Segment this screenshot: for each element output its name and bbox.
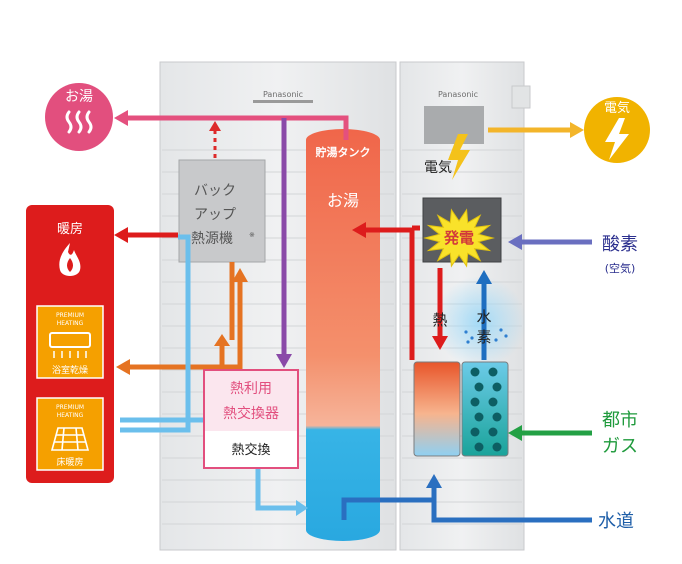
display-window bbox=[424, 106, 484, 144]
hydrogen-label-1: 水 bbox=[476, 308, 491, 326]
exchanger-line1: 熱利用 bbox=[230, 381, 272, 397]
backup-footnote-mark: ※ bbox=[249, 231, 255, 239]
floor-heating-label: 床暖房 bbox=[56, 456, 83, 468]
city-gas-arrow bbox=[508, 425, 522, 441]
inner-lightning-icon bbox=[448, 134, 470, 180]
oxygen-label: 酸素 bbox=[602, 234, 638, 255]
air-label: (空気) bbox=[605, 261, 636, 275]
water-supply-arrow bbox=[426, 474, 442, 488]
power-starburst bbox=[423, 208, 495, 268]
bath-dryer-arrowhead bbox=[116, 359, 130, 375]
tank-hot-water-label: お湯 bbox=[327, 191, 359, 210]
hot-water-pipe bbox=[126, 115, 349, 140]
floor-heating-badge-1: PREMIUM bbox=[56, 404, 84, 411]
hot-water-output-circle bbox=[45, 83, 113, 151]
power-generation-label: 発電 bbox=[443, 229, 474, 247]
exchanger-to-tank-pipe bbox=[255, 455, 300, 511]
oxygen-arrow bbox=[508, 234, 522, 250]
hot-water-arrowhead bbox=[114, 110, 128, 126]
backup-up-arrow-1 bbox=[232, 268, 248, 282]
heat-down-arrow bbox=[432, 336, 448, 350]
right-brand-logo: Panasonic bbox=[438, 90, 478, 99]
bath-dryer-card bbox=[36, 305, 104, 379]
heat-exchange-label: 熱交換 bbox=[231, 442, 270, 458]
hot-water-return-pipe bbox=[362, 227, 415, 233]
lightning-icon bbox=[605, 118, 629, 160]
hydrogen-sparkles bbox=[464, 328, 508, 344]
water-supply-pipe bbox=[431, 484, 588, 523]
heat-label: 熱 bbox=[432, 311, 447, 329]
hot-water-output-label: お湯 bbox=[65, 88, 93, 105]
gas-reformer bbox=[461, 361, 509, 457]
hydrogen-up-arrow bbox=[476, 270, 492, 284]
backup-line1: バック bbox=[194, 183, 236, 199]
exchanger-line2: 熱交換器 bbox=[223, 405, 279, 422]
floor-heating-badge-2: HEATING bbox=[57, 412, 84, 419]
bath-dryer-badge-1: PREMIUM bbox=[56, 312, 84, 319]
steam-icon bbox=[65, 110, 93, 134]
bath-dryer-badge-2: HEATING bbox=[57, 320, 84, 327]
bath-dryer-icon bbox=[49, 332, 91, 358]
left-logo-bar bbox=[253, 100, 313, 103]
side-bracket bbox=[511, 85, 531, 109]
tank-inlet-arrow bbox=[296, 500, 308, 516]
floor-heating-icon bbox=[50, 427, 90, 451]
backup-line3: 熱源機 bbox=[191, 231, 233, 247]
flame-icon bbox=[59, 243, 81, 276]
left-brand-logo: Panasonic bbox=[263, 90, 303, 99]
water-to-tank-pipe bbox=[341, 497, 434, 520]
backup-up-arrow-2 bbox=[214, 334, 230, 346]
backup-line2: アップ bbox=[194, 207, 236, 223]
hot-water-return-arrow bbox=[352, 222, 366, 238]
floor-return-pipe bbox=[120, 234, 191, 433]
bath-dryer-label: 浴室乾燥 bbox=[52, 364, 88, 376]
backup-dotted-arrow bbox=[209, 121, 221, 131]
heating-arrowhead bbox=[114, 227, 128, 243]
backup-boiler bbox=[178, 159, 266, 263]
water-supply-label: 水道 bbox=[598, 511, 634, 532]
hydrogen-label-2: 素 bbox=[476, 328, 491, 346]
heating-label: 暖房 bbox=[57, 221, 83, 237]
city-gas-label-2: ガス bbox=[602, 436, 638, 457]
fuel-cell-heat-exchanger bbox=[413, 361, 461, 457]
bath-dryer-pipe bbox=[128, 275, 243, 370]
electricity-output-label: 電気 bbox=[604, 100, 630, 116]
tank-to-exchanger-arrow bbox=[276, 354, 292, 368]
electricity-arrowhead bbox=[570, 122, 584, 138]
tank-label: 貯湯タンク bbox=[316, 145, 371, 159]
heat-exchanger-top bbox=[205, 371, 297, 431]
hydrogen-glow bbox=[434, 276, 526, 368]
city-gas-label-1: 都市 bbox=[602, 410, 638, 431]
electricity-inside-label: 電気 bbox=[424, 160, 452, 176]
reformer-dots bbox=[470, 367, 502, 452]
floor-heating-card bbox=[36, 397, 104, 471]
